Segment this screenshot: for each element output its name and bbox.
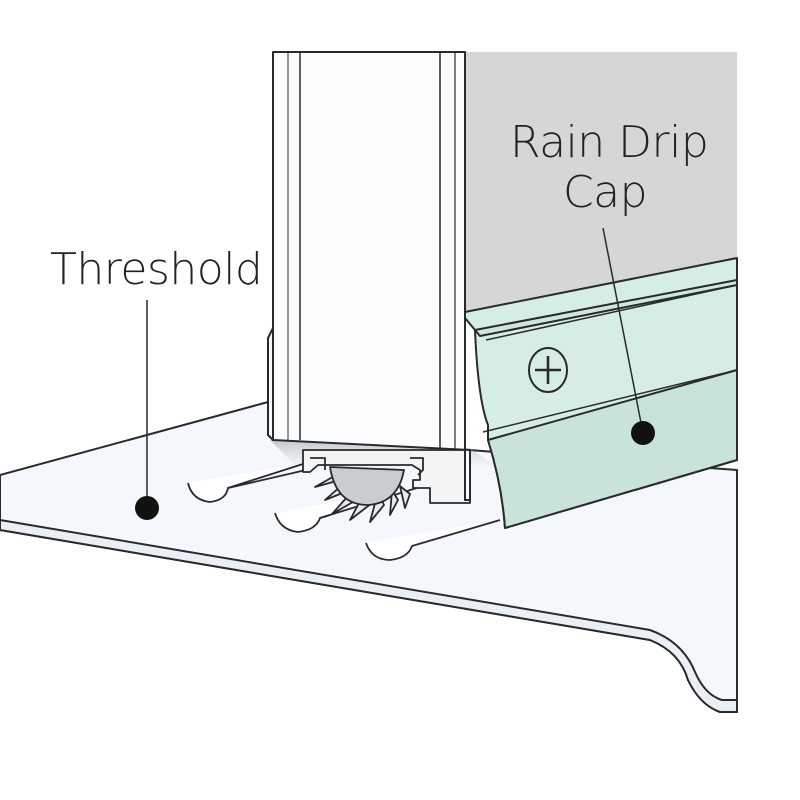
rain-drip-callout-dot-icon — [631, 421, 655, 445]
door-sweep — [302, 449, 471, 523]
phillips-screw-icon — [528, 347, 568, 393]
rain-drip-leader-line — [602, 227, 644, 434]
rain-drip-cap — [464, 257, 738, 529]
rain-drip-cap-label-line2: Cap — [562, 167, 648, 218]
door-slab — [267, 51, 471, 501]
threshold-label: Threshold — [50, 244, 263, 295]
threshold-callout-dot-icon — [135, 496, 159, 520]
rain-drip-cap-label: Rain Drip Cap — [510, 117, 709, 218]
rain-drip-cap-label-line1: Rain Drip — [510, 117, 709, 168]
threshold-grooves — [187, 462, 501, 561]
